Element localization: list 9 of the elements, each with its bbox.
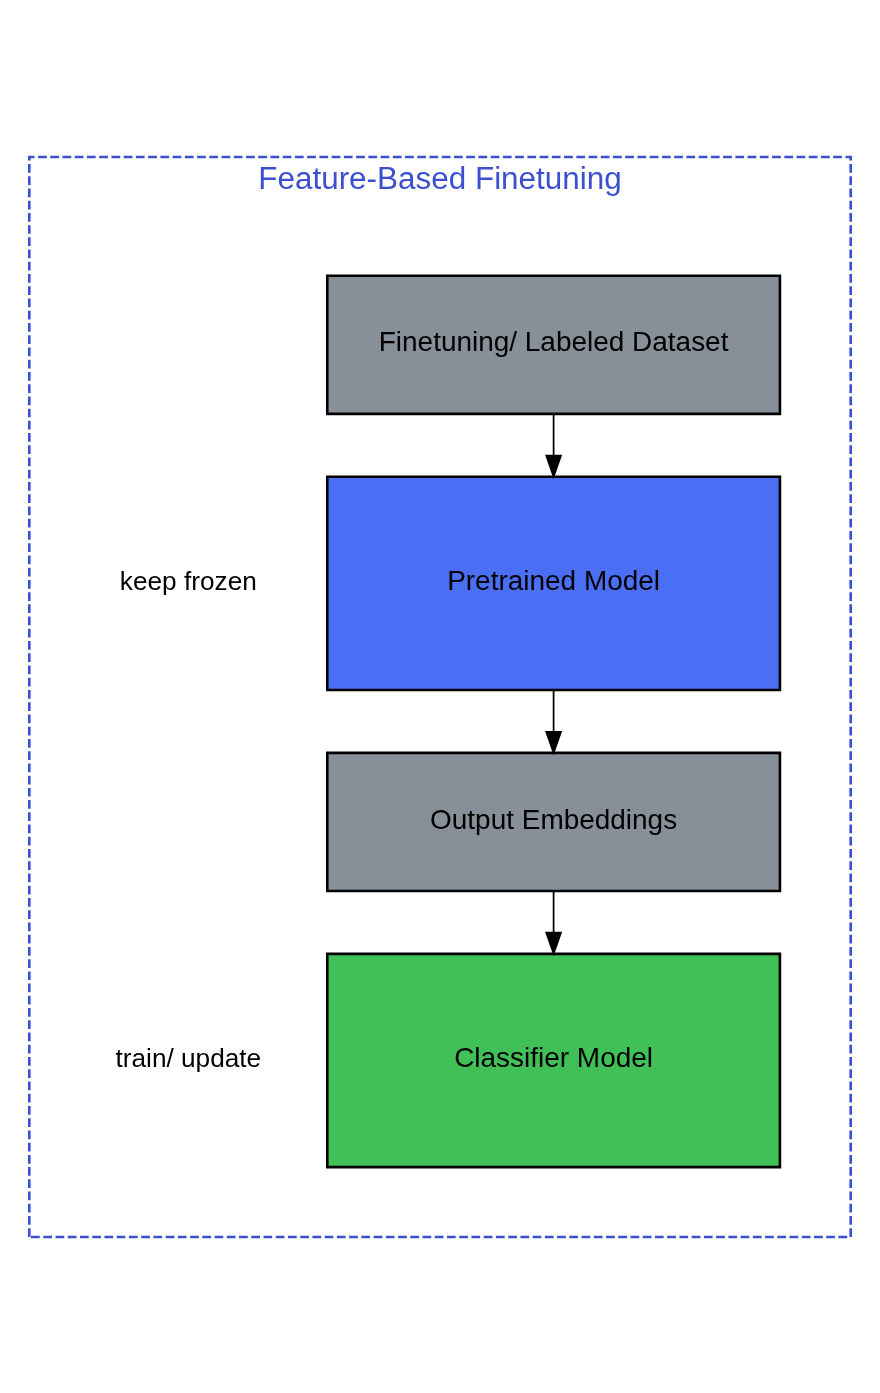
node-box: Output Embeddings xyxy=(325,751,782,892)
node-box: Finetuning/ Labeled Dataset xyxy=(325,274,782,415)
arrow xyxy=(545,889,563,956)
arrow xyxy=(545,688,563,756)
node-box: Classifier Model xyxy=(325,952,782,1168)
node-label: keep frozen xyxy=(119,565,257,596)
node-label: train/ update xyxy=(115,1042,262,1073)
node-box: Pretrained Model xyxy=(325,475,782,691)
arrow xyxy=(545,412,563,479)
